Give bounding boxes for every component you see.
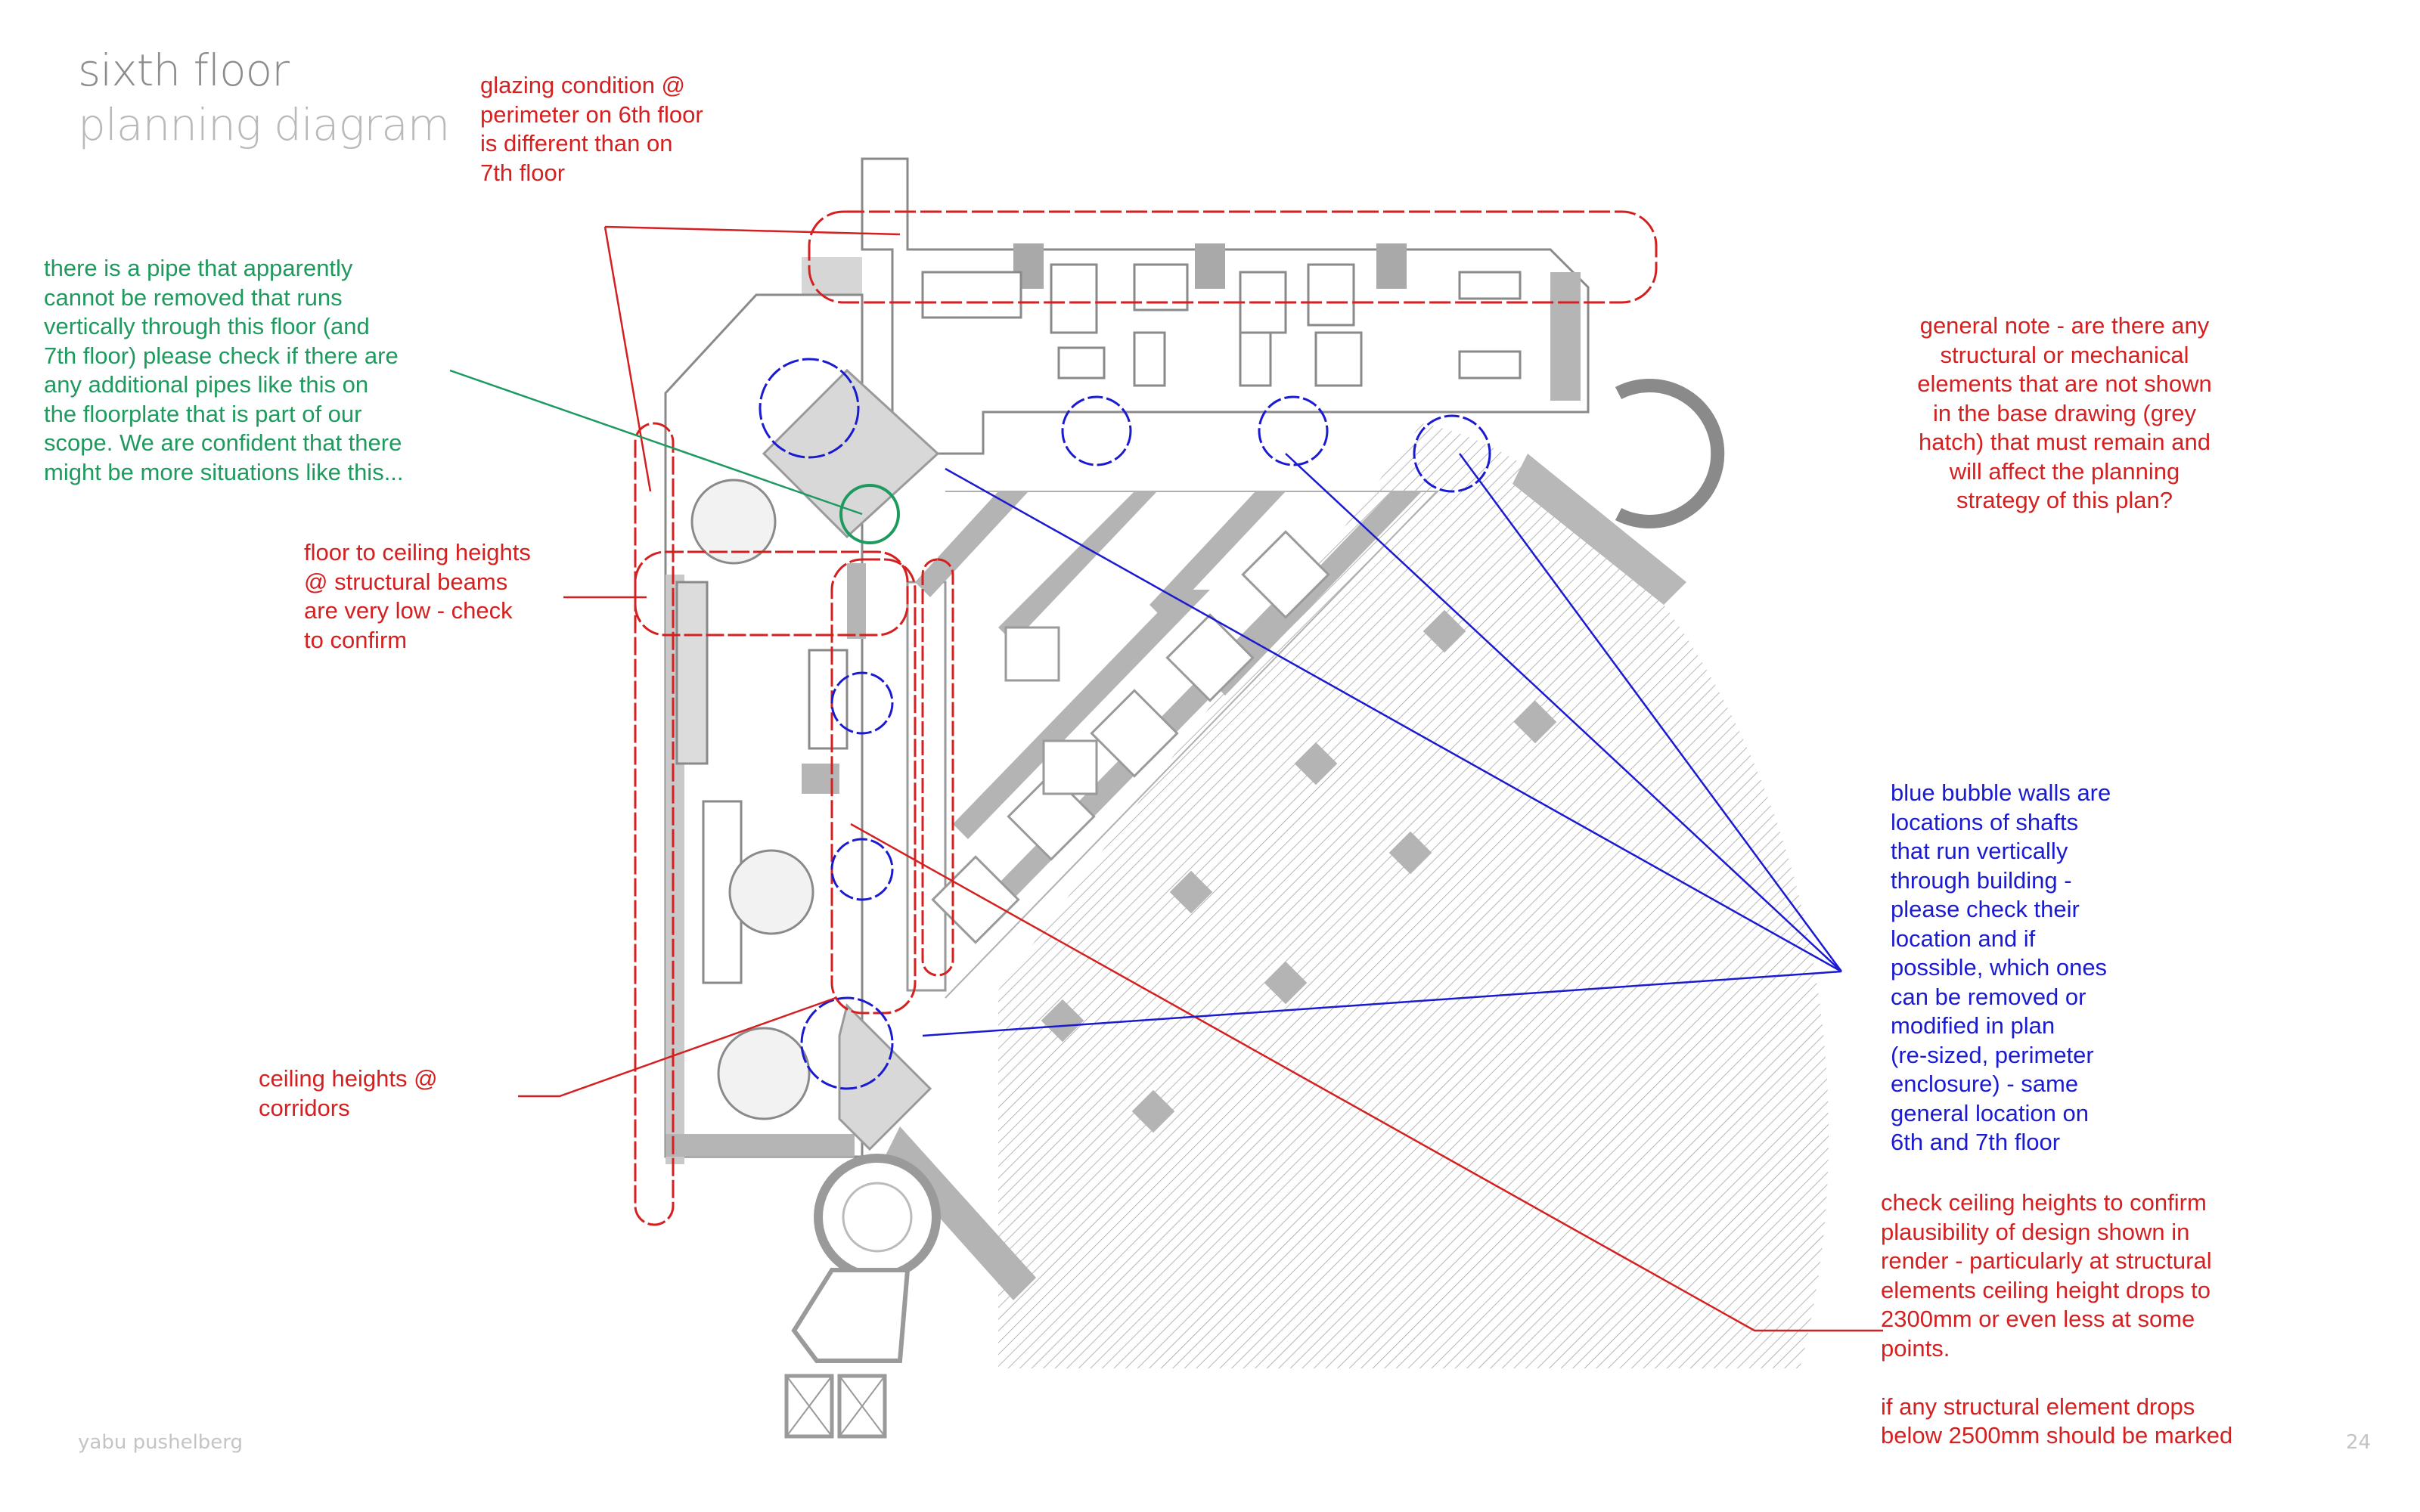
page-number: 24	[2346, 1431, 2372, 1454]
south-tower	[784, 1126, 1036, 1439]
note-pipe: there is a pipe that apparently cannot b…	[44, 255, 404, 485]
pipe-marker	[839, 484, 900, 544]
blue-shaft-clouds	[759, 358, 1491, 1090]
note-corridors: ceiling heights @ corridors	[259, 1065, 438, 1121]
footer-brand: yabu pushelberg	[78, 1431, 244, 1454]
note-beams: floor to ceiling heights @ structural be…	[304, 539, 531, 653]
leader-lines	[449, 225, 1883, 1332]
note-render: check ceiling heights to confirm plausib…	[1881, 1189, 2233, 1448]
page-subtitle: planning diagram	[78, 99, 450, 150]
note-general: general note - are there any structural …	[1917, 312, 2212, 513]
page-title: sixth floor	[78, 45, 290, 96]
grey-hatch-area	[998, 423, 1829, 1368]
north-wing	[802, 157, 1725, 605]
west-wing	[664, 293, 866, 1164]
note-glazing: glazing condition @ perimeter on 6th flo…	[480, 72, 703, 186]
central-core	[762, 368, 1439, 1151]
note-shafts: blue bubble walls are locations of shaft…	[1891, 779, 2111, 1155]
red-revision-clouds	[634, 210, 1658, 1226]
